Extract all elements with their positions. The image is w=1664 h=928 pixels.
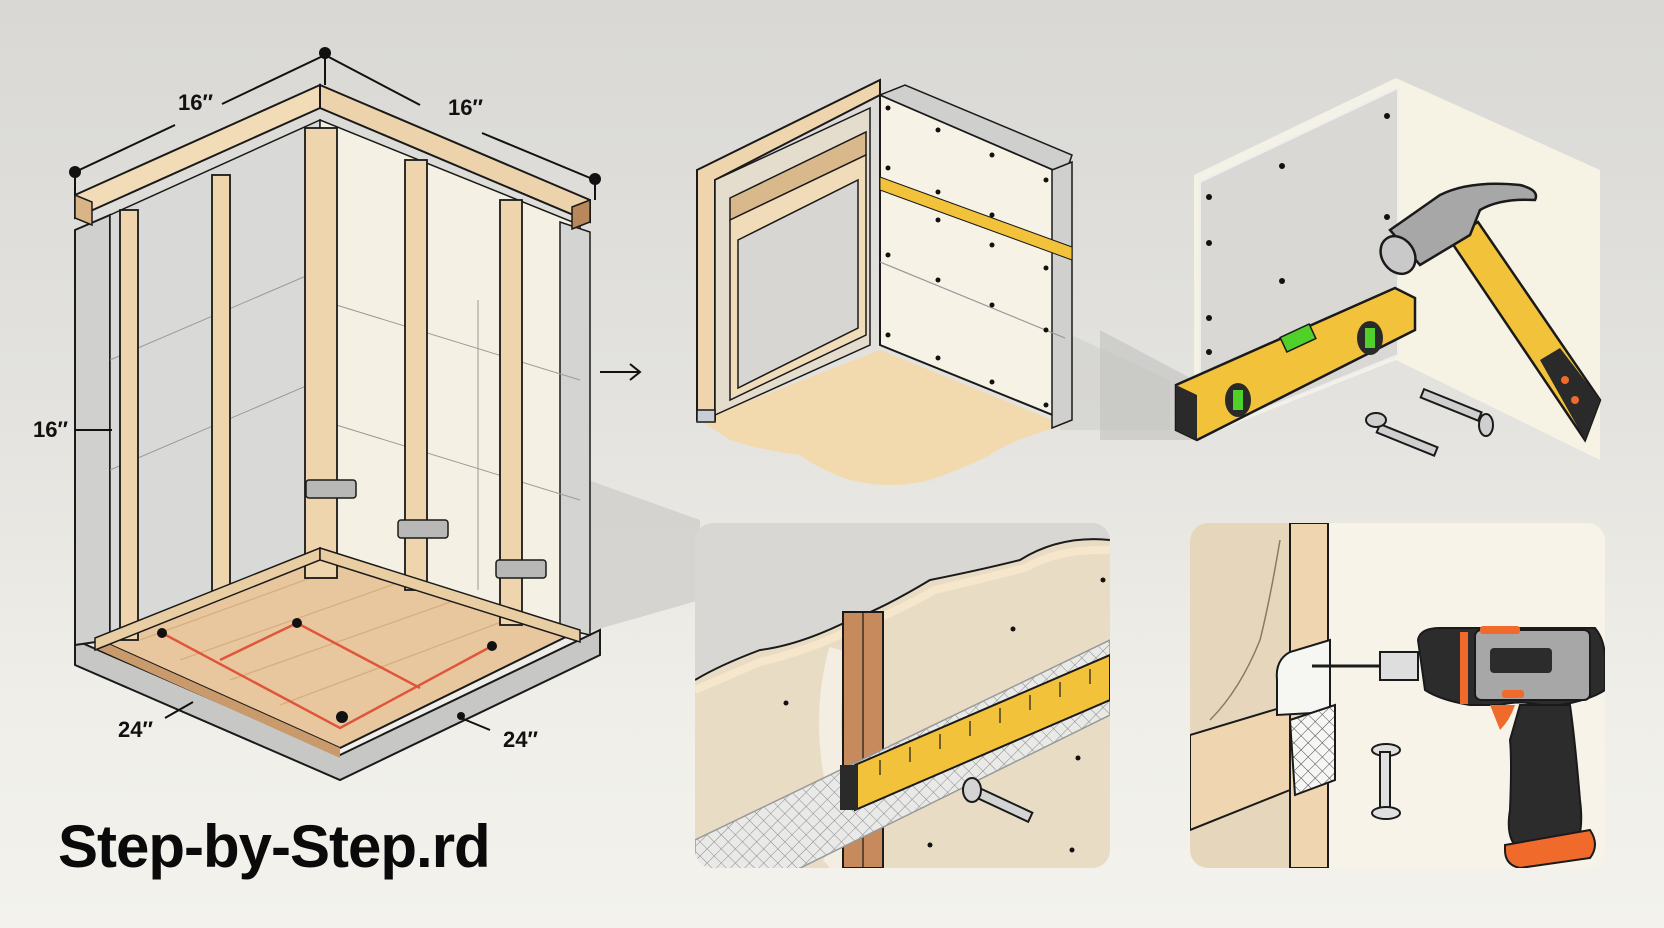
page-title: Step-by-Step.rd (58, 813, 491, 880)
dimension-side-left: 16″ (33, 417, 69, 442)
dimension-bottom-right: 24″ (503, 727, 539, 752)
dimension-top-left: 16″ (178, 90, 214, 115)
dimension-bottom-left: 24″ (118, 717, 154, 742)
dimension-top-right: 16″ (448, 95, 484, 120)
